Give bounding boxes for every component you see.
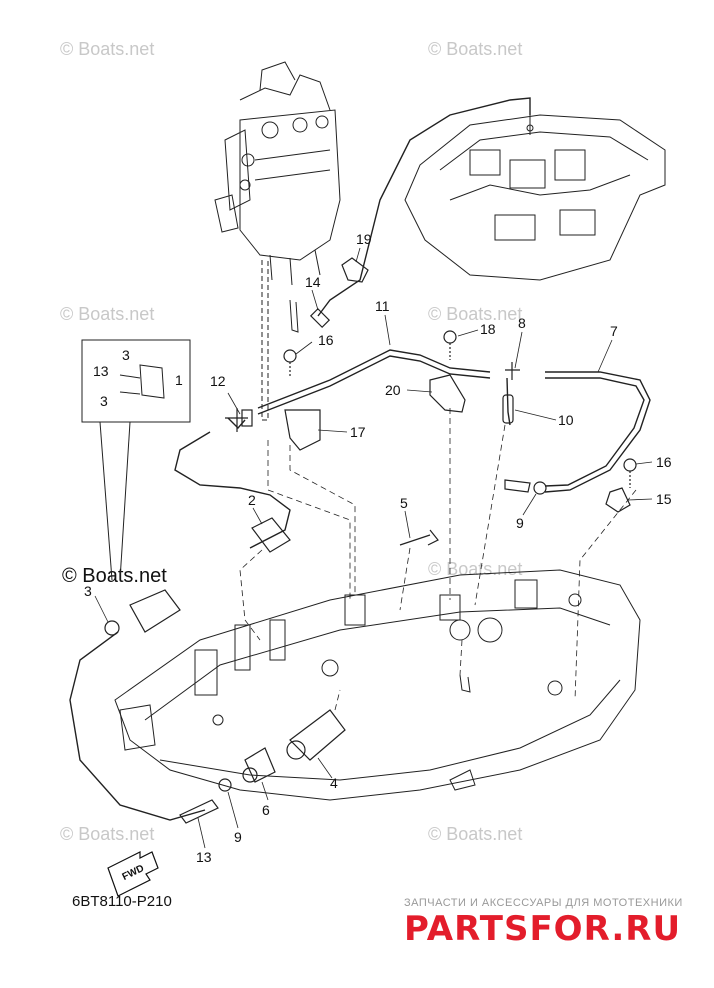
callout-16-top: 16 [318, 332, 334, 348]
callout-3-left: 3 [84, 583, 92, 599]
callout-17: 17 [350, 424, 366, 440]
callout-9-bottom: 9 [234, 829, 242, 845]
callout-13-bottom: 13 [196, 849, 212, 865]
leader-lines [94, 247, 653, 849]
inset-detail-box [81, 339, 191, 581]
callout-9-right: 9 [516, 515, 524, 531]
watermark-dark: © Boats.net [62, 565, 167, 587]
callout-12: 12 [210, 373, 226, 389]
watermark-2: © Boats.net [428, 39, 522, 59]
watermark-3: © Boats.net [60, 304, 154, 324]
callout-18: 18 [480, 321, 496, 337]
callout-1: 1 [175, 372, 183, 388]
callout-2: 2 [248, 492, 256, 508]
dealer-logo: PARTSFOR.RU [404, 909, 681, 949]
callout-10: 10 [558, 412, 574, 428]
watermark-6: © Boats.net [60, 824, 154, 844]
callout-3-inset-top: 3 [122, 347, 130, 363]
callout-8: 8 [518, 315, 526, 331]
callout-3-inset-bottom: 3 [100, 393, 108, 409]
fwd-arrow: FWD [107, 851, 159, 897]
callout-5: 5 [400, 495, 408, 511]
callout-7: 7 [610, 323, 618, 339]
callout-16-right: 16 [656, 454, 672, 470]
watermark-7: © Boats.net [428, 824, 522, 844]
callout-11: 11 [375, 298, 390, 314]
watermarks: © Boats.net © Boats.net © Boats.net © Bo… [60, 39, 522, 844]
part-code: 6BT8110-P210 [72, 893, 172, 910]
top-cowling-illustration [404, 108, 666, 281]
fittings [104, 257, 637, 824]
watermark-5: © Boats.net [428, 559, 522, 579]
watermark-4: © Boats.net [428, 304, 522, 324]
callout-4: 4 [330, 775, 338, 791]
callouts: 19 14 11 16 18 8 7 20 12 17 10 16 15 9 2… [84, 231, 672, 865]
engine-block-illustration [214, 61, 341, 421]
callout-19: 19 [356, 231, 372, 247]
bottom-cowling-illustration [114, 569, 641, 801]
callout-15: 15 [656, 491, 672, 507]
watermark-1: © Boats.net [60, 39, 154, 59]
dealer-branding: ЗАПЧАСТИ И АКСЕССУАРЫ ДЛЯ МОТОТЕХНИКИ PA… [404, 897, 683, 949]
dealer-subtitle: ЗАПЧАСТИ И АКСЕССУАРЫ ДЛЯ МОТОТЕХНИКИ [404, 897, 683, 909]
callout-6: 6 [262, 802, 270, 818]
hoses [69, 97, 651, 821]
callout-13-inset: 13 [93, 363, 109, 379]
callout-20: 20 [385, 382, 401, 398]
callout-14: 14 [305, 274, 321, 290]
